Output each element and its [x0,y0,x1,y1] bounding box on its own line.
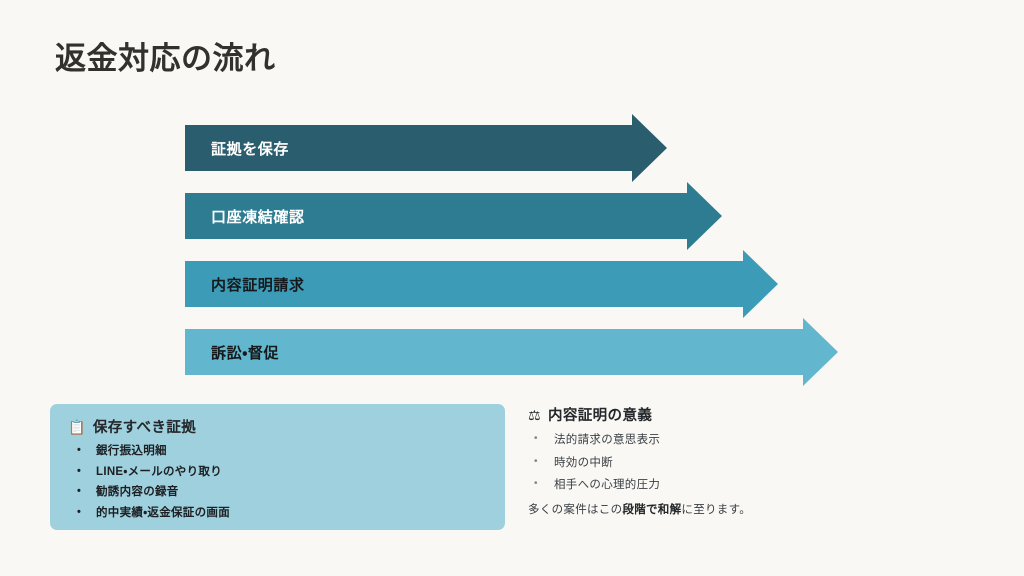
bottom-section: 📋 保存すべき証拠 銀行振込明細 LINE・メールのやり取り勧誘内容の録音的中実績… [0,398,1024,576]
meaning-column: ⚖ 内容証明の意義 法的請求の意思表示時効の中断相手への心理的圧力 多くの案件は… [528,404,868,517]
evidence-card: 📋 保存すべき証拠 銀行振込明細 LINE・メールのやり取り勧誘内容の録音的中実績… [50,404,505,530]
evidence-list-item: 勧誘内容の録音 [68,486,487,499]
balance-scale-icon: ⚖ [528,406,541,423]
meaning-note: 多くの案件はこの段階で和解に至ります。 [528,503,868,518]
flow-step-1[interactable]: 証拠を保存 [185,114,667,182]
page-title: 返金対応の流れ [55,41,276,76]
flow-step-3[interactable]: 内容証明請求 [185,250,778,318]
evidence-list: 銀行振込明細 LINE・メールのやり取り勧誘内容の録音的中実績・返金保証の画面 [68,445,487,520]
flow-step-4[interactable]: 訴訟・督促 [185,318,838,386]
meaning-list: 法的請求の意思表示時効の中断相手への心理的圧力 [528,434,868,492]
evidence-list-item: 的中実績・返金保証の画面 [68,507,487,520]
process-flow-arrows: 証拠を保存 口座凍結確認 内容証明請求 訴訟・督促 [185,114,838,386]
meaning-list-item: 法的請求の意思表示 [528,434,868,447]
arrow-shape-3 [185,250,778,318]
meaning-heading: ⚖ 内容証明の意義 [528,404,868,425]
arrow-shape-4 [185,318,838,386]
meaning-note-suffix: に至ります。 [681,503,752,516]
evidence-card-heading-text: 保存すべき証拠 [92,420,197,436]
meaning-note-emphasis: 段階で和解 [622,503,682,516]
evidence-list-item: 銀行振込明細 [68,445,487,458]
evidence-list-item: LINE・メールのやり取り [68,466,487,479]
flow-step-2[interactable]: 口座凍結確認 [185,182,722,250]
arrow-shape-2 [185,182,722,250]
arrow-shape-1 [185,114,667,182]
meaning-list-item: 相手への心理的圧力 [528,479,868,492]
meaning-note-prefix: 多くの案件はこの [528,503,623,516]
meaning-heading-text: 内容証明の意義 [547,408,653,424]
evidence-card-heading: 📋 保存すべき証拠 [68,416,487,437]
clipboard-icon: 📋 [68,418,86,435]
meaning-list-item: 時効の中断 [528,457,868,470]
